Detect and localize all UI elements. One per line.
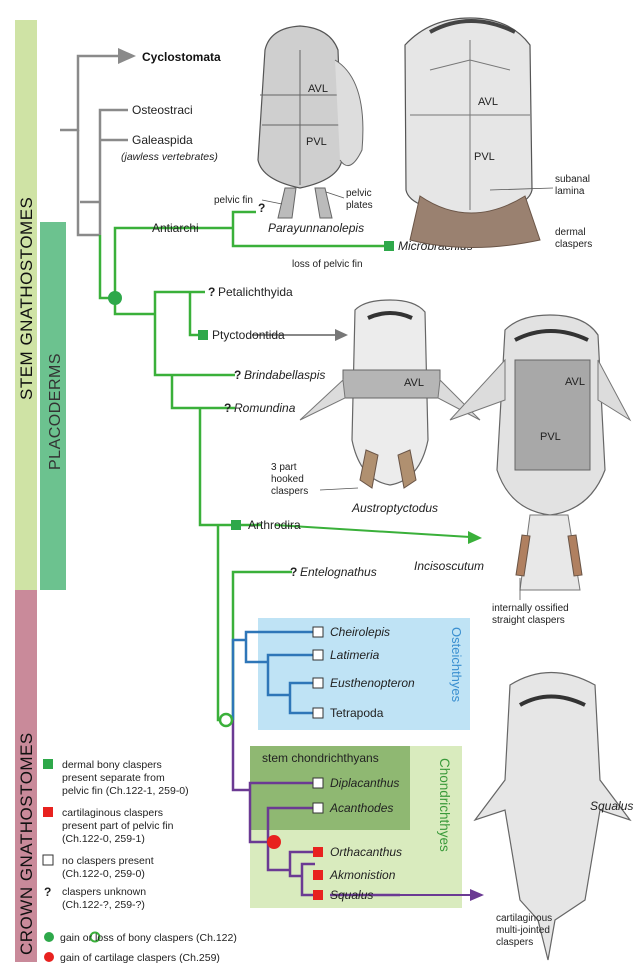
svg-text:cartilaginous: cartilaginous xyxy=(496,913,552,924)
svg-text:pelvic: pelvic xyxy=(346,188,372,199)
svg-text:Austroptyctodus: Austroptyctodus xyxy=(351,501,438,515)
taxon-cyclostomata: Cyclostomata xyxy=(142,50,221,64)
svg-text:AVL: AVL xyxy=(308,83,328,95)
taxon-brindabellaspis: Brindabellaspis xyxy=(244,368,325,382)
taxon-antiarchi: Antiarchi xyxy=(152,221,199,235)
taxon-tetrapoda: Tetrapoda xyxy=(330,706,384,720)
svg-text:AVL: AVL xyxy=(404,377,424,389)
loss-pelvic-fin-note: loss of pelvic fin xyxy=(292,259,363,270)
taxon-petalichthyida: Petalichthyida xyxy=(218,285,293,299)
q-brindabellaspis: ? xyxy=(234,368,241,382)
q-parayunnanolepis: ? xyxy=(258,201,265,215)
stem-chondrichthyans-label: stem chondrichthyans xyxy=(262,751,379,765)
svg-text:internally ossified: internally ossified xyxy=(492,603,569,614)
svg-text:PVL: PVL xyxy=(540,431,561,443)
svg-text:claspers: claspers xyxy=(555,239,592,250)
svg-text:plates: plates xyxy=(346,200,373,211)
taxon-galeaspida: Galeaspida xyxy=(132,133,193,147)
svg-text:PVL: PVL xyxy=(306,136,327,148)
stem-gnathostomes-label: STEM GNATHOSTOMES xyxy=(17,197,36,400)
taxon-parayunnanolepis: Parayunnanolepis xyxy=(268,221,364,235)
taxon-arthrodira: Arthrodira xyxy=(248,518,301,532)
q-entelognathus: ? xyxy=(290,565,297,579)
antiarch-drawing: AVL PVL pelvic fin pelvic plates xyxy=(214,26,373,218)
svg-text:pelvic fin (Ch.122-1, 259-0): pelvic fin (Ch.122-1, 259-0) xyxy=(62,785,189,797)
gray-branches xyxy=(60,56,128,235)
svg-text:present part of pelvic fin: present part of pelvic fin xyxy=(62,820,174,832)
squalus-drawing: Squalus cartilaginous multi-jointed clas… xyxy=(475,673,633,961)
svg-text:Incisoscutum: Incisoscutum xyxy=(414,559,484,573)
svg-text:straight claspers: straight claspers xyxy=(492,615,565,626)
svg-text:(Ch.122-0, 259-0): (Ch.122-0, 259-0) xyxy=(62,868,145,880)
svg-text:lamina: lamina xyxy=(555,186,585,197)
taxon-acanthodes: Acanthodes xyxy=(329,801,393,815)
svg-text:dermal bony claspers: dermal bony claspers xyxy=(62,759,162,771)
osteichthyes-label: Osteichthyes xyxy=(449,627,464,703)
q-romundina: ? xyxy=(224,401,231,415)
taxon-entelognathus: Entelognathus xyxy=(300,565,377,579)
taxon-diplacanthus: Diplacanthus xyxy=(330,776,399,790)
placoderms-label: PLACODERMS xyxy=(47,353,64,470)
legend: dermal bony claspers present separate fr… xyxy=(43,759,237,964)
svg-text:no claspers present: no claspers present xyxy=(62,855,154,867)
q-petalichthyida: ? xyxy=(208,285,215,299)
svg-text:PVL: PVL xyxy=(474,151,495,163)
austroptyctodus-drawing: AVL 3 part hooked claspers Austroptyctod… xyxy=(271,300,480,515)
svg-text:?: ? xyxy=(44,885,51,899)
svg-text:dermal: dermal xyxy=(555,227,586,238)
svg-text:AVL: AVL xyxy=(565,376,585,388)
svg-text:gain or loss of bony cla: gain or loss of bony claspers (Ch.122) xyxy=(60,932,237,944)
svg-text:cartilaginous claspers: cartilaginous claspers xyxy=(62,807,163,819)
svg-text:(Ch.122-?, 259-?): (Ch.122-?, 259-?) xyxy=(62,899,145,911)
taxon-osteostraci: Osteostraci xyxy=(132,103,193,117)
svg-text:(Ch.122-0, 259-1): (Ch.122-0, 259-1) xyxy=(62,833,145,845)
loss-bony-claspers-node xyxy=(220,714,232,726)
gain-bony-claspers-node xyxy=(108,291,122,305)
svg-text:AVL: AVL xyxy=(478,96,498,108)
taxon-akmonistion: Akmonistion xyxy=(329,868,396,882)
taxon-cheirolepis: Cheirolepis xyxy=(330,625,390,639)
microbrachius-drawing: AVL PVL subanal lamina dermal claspers xyxy=(405,18,592,250)
svg-text:claspers: claspers xyxy=(271,486,308,497)
gain-cartilage-claspers-node xyxy=(267,835,281,849)
incisoscutum-drawing: AVL PVL Incisoscutum internally ossified… xyxy=(414,315,630,626)
svg-text:Squalus: Squalus xyxy=(590,799,633,813)
taxon-squalus: Squalus xyxy=(330,888,373,902)
svg-text:multi-jointed: multi-jointed xyxy=(496,925,550,936)
taxon-romundina: Romundina xyxy=(234,401,296,415)
crown-gnathostomes-label: CROWN GNATHOSTOMES xyxy=(17,732,36,955)
svg-text:gain of cartilage claspers (Ch: gain of cartilage claspers (Ch.259) xyxy=(60,952,220,964)
taxon-ptyctodontida: Ptyctodontida xyxy=(212,328,285,342)
svg-text:claspers unknown: claspers unknown xyxy=(62,886,146,898)
svg-text:hooked: hooked xyxy=(271,474,304,485)
taxon-latimeria: Latimeria xyxy=(330,648,380,662)
taxon-eusthenopteron: Eusthenopteron xyxy=(330,676,415,690)
svg-text:subanal: subanal xyxy=(555,174,590,185)
chondrichthyes-label: Chondrichthyes xyxy=(437,758,452,852)
cyclostomata-arrow xyxy=(118,48,136,64)
taxon-orthacanthus: Orthacanthus xyxy=(330,845,402,859)
svg-text:3 part: 3 part xyxy=(271,462,297,473)
jawless-note: (jawless vertebrates) xyxy=(121,151,218,163)
svg-text:pelvic fin: pelvic fin xyxy=(214,195,253,206)
svg-text:present separate from: present separate from xyxy=(62,772,165,784)
svg-text:claspers: claspers xyxy=(496,937,533,948)
